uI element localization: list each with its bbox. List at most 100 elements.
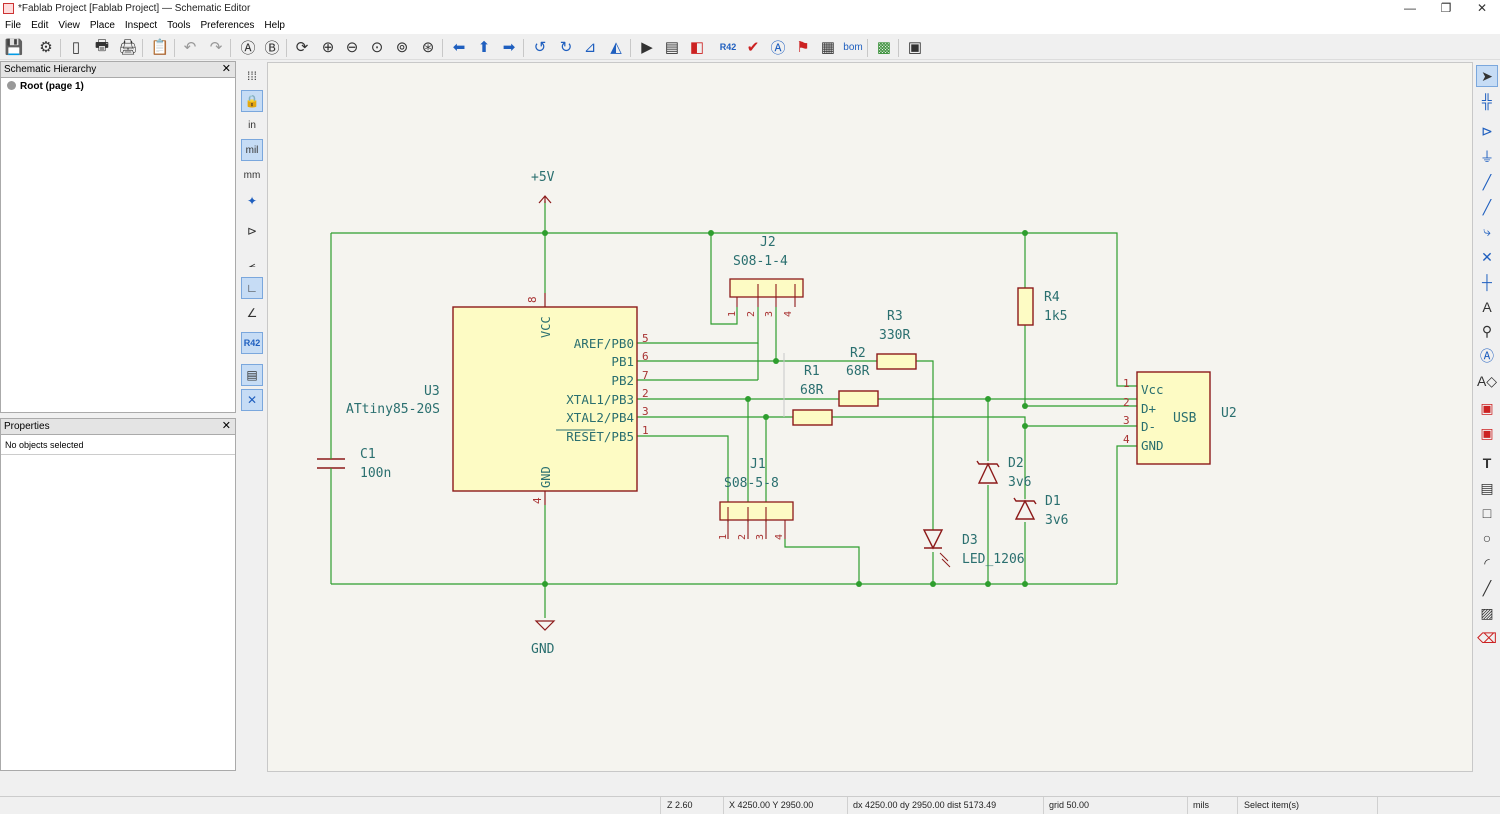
line-mode-90-icon[interactable]: ∟: [241, 277, 263, 299]
maximize-button[interactable]: ❐: [1440, 1, 1452, 15]
annotate-icon[interactable]: ◧: [689, 39, 705, 56]
menu-file[interactable]: File: [5, 20, 22, 31]
close-button[interactable]: ✕: [1476, 1, 1488, 15]
power-5v-symbol[interactable]: +5V: [531, 170, 555, 204]
units-mils-icon[interactable]: mil: [241, 139, 263, 161]
rotate-ccw-icon[interactable]: ↺: [533, 39, 547, 56]
global-label-icon[interactable]: Ⓐ: [1480, 348, 1494, 364]
r4-resistor-symbol[interactable]: R4 1k5: [1017, 287, 1067, 326]
scripting-console-icon[interactable]: ▣: [907, 39, 923, 56]
add-sheet-icon[interactable]: ▣: [1480, 399, 1494, 416]
menu-place[interactable]: Place: [89, 20, 115, 31]
bus-entry-icon[interactable]: ⤷: [1483, 222, 1491, 239]
page-settings-icon[interactable]: ▯: [71, 39, 81, 56]
delete-tool-icon[interactable]: ⌫: [1477, 629, 1497, 646]
hierarchy-panel-toggle-icon[interactable]: ▤: [241, 364, 263, 386]
add-bus-icon[interactable]: ╱: [1482, 198, 1492, 215]
mirror-vertical-icon[interactable]: ⊿: [583, 39, 597, 56]
line-mode-free-icon[interactable]: ⦟: [248, 255, 256, 270]
refresh-icon[interactable]: ⟳: [295, 39, 309, 56]
add-label-icon[interactable]: A: [1482, 299, 1492, 315]
schematic-canvas[interactable]: +5V GND 8 VCC GND 4 U3 ATtiny85-20S AREF…: [267, 62, 1473, 772]
find-replace-icon[interactable]: Ⓑ: [264, 39, 280, 57]
r2-resistor-symbol[interactable]: R2 68R: [838, 346, 879, 407]
properties-toggle-icon[interactable]: ✕: [241, 389, 263, 411]
print-icon[interactable]: 🖶: [94, 36, 110, 54]
annotate-r42-icon[interactable]: R42: [719, 42, 737, 52]
save-icon[interactable]: 💾: [4, 39, 24, 56]
symbol-browser-icon[interactable]: ▤: [664, 39, 680, 56]
zoom-in-icon[interactable]: ⊕: [321, 39, 335, 56]
schematic-setup-icon[interactable]: ⚙: [39, 39, 53, 56]
add-text-icon[interactable]: T: [1482, 455, 1492, 471]
simulator-icon[interactable]: Ⓐ: [770, 39, 786, 57]
navigate-forward-icon[interactable]: ➡: [502, 39, 516, 56]
c1-capacitor-symbol[interactable]: C1 100n: [317, 446, 391, 481]
grid-override-icon[interactable]: 🔒: [241, 90, 263, 112]
net-class-directive-icon[interactable]: ⚲: [1481, 322, 1493, 339]
add-circle-icon[interactable]: ○: [1482, 530, 1492, 546]
cursor-shape-icon[interactable]: ✦: [246, 194, 258, 208]
annotate-toggle-icon[interactable]: R42: [241, 332, 263, 354]
d3-led-symbol[interactable]: D3 LED_1206: [922, 529, 1025, 568]
units-inches-icon[interactable]: in: [248, 119, 256, 131]
redo-icon[interactable]: ↷: [209, 39, 223, 56]
zoom-objects-icon[interactable]: ⊚: [395, 39, 409, 56]
menu-help[interactable]: Help: [264, 20, 285, 31]
r1-resistor-symbol[interactable]: R1 68R: [783, 353, 833, 426]
hierarchy-root-item[interactable]: Root (page 1): [1, 78, 235, 95]
add-junction-icon[interactable]: ┼: [1482, 274, 1492, 290]
add-symbol-icon[interactable]: ⊳: [1481, 122, 1493, 139]
menu-tools[interactable]: Tools: [167, 20, 191, 31]
rotate-cw-icon[interactable]: ↻: [559, 39, 573, 56]
add-wire-icon[interactable]: ╱: [1482, 173, 1492, 190]
u2-usb-symbol[interactable]: Vcc 1 D+ 2 D- 3 GND 4 USB U2: [1123, 371, 1237, 465]
zoom-selection-icon[interactable]: ⊛: [421, 39, 435, 56]
j1-connector-symbol[interactable]: 1 2 3 4 J1 S08-5-8: [718, 457, 794, 540]
assign-footprints-icon[interactable]: ⚑: [796, 39, 810, 56]
find-icon[interactable]: Ⓐ: [240, 39, 256, 57]
zoom-out-icon[interactable]: ⊖: [345, 39, 359, 56]
highlight-net-icon[interactable]: ╬: [1482, 93, 1492, 109]
zoom-fit-icon[interactable]: ⊙: [370, 39, 384, 56]
grid-toggle-icon[interactable]: ⁞⁞⁞: [246, 69, 257, 83]
paste-icon[interactable]: 📋: [150, 39, 170, 56]
no-connect-icon[interactable]: ✕: [1481, 248, 1493, 265]
d1-zener-symbol[interactable]: D1 3v6: [1013, 494, 1068, 528]
add-line-icon[interactable]: ╱: [1482, 579, 1492, 596]
select-tool-icon[interactable]: ➤: [1476, 65, 1498, 87]
j2-connector-symbol[interactable]: 1 2 3 4 J2 S08-1-4: [727, 235, 804, 317]
add-power-icon[interactable]: ⏚: [1480, 149, 1494, 165]
minimize-button[interactable]: —: [1404, 1, 1416, 15]
menu-preferences[interactable]: Preferences: [200, 20, 255, 31]
import-sheet-pin-icon[interactable]: ▣: [1480, 424, 1494, 441]
hierarchical-label-icon[interactable]: A◇: [1476, 372, 1498, 389]
add-rectangle-icon[interactable]: □: [1482, 505, 1492, 521]
schematic-drawing[interactable]: +5V GND 8 VCC GND 4 U3 ATtiny85-20S AREF…: [268, 63, 1473, 772]
properties-close-icon[interactable]: ✕: [221, 420, 231, 432]
navigate-back-icon[interactable]: ⬅: [452, 39, 466, 56]
gnd-symbol[interactable]: GND: [531, 620, 556, 657]
d2-zener-symbol[interactable]: D2 3v6: [976, 456, 1031, 490]
menu-edit[interactable]: Edit: [31, 20, 49, 31]
open-pcb-editor-icon[interactable]: ▩: [876, 39, 892, 56]
units-mm-icon[interactable]: mm: [243, 169, 261, 181]
hierarchy-close-icon[interactable]: ✕: [221, 63, 231, 75]
u3-attiny-symbol[interactable]: 8 VCC GND 4 U3 ATtiny85-20S AREF/PB0 5 P…: [346, 293, 649, 505]
menu-view[interactable]: View: [58, 20, 80, 31]
undo-icon[interactable]: ↶: [183, 39, 197, 56]
navigate-up-icon[interactable]: ⬆: [477, 39, 491, 56]
menu-inspect[interactable]: Inspect: [124, 20, 158, 31]
add-textbox-icon[interactable]: ▤: [1480, 479, 1494, 496]
fields-editor-icon[interactable]: ▦: [820, 39, 836, 56]
r3-resistor-symbol[interactable]: R3 330R: [876, 309, 917, 370]
mirror-horizontal-icon[interactable]: ◭: [610, 39, 622, 56]
plot-icon[interactable]: 🖨: [118, 39, 138, 56]
add-image-icon[interactable]: ▨: [1480, 604, 1494, 621]
hidden-pins-icon[interactable]: ⊳: [246, 224, 258, 238]
add-arc-icon[interactable]: ◜: [1484, 554, 1490, 571]
erc-icon[interactable]: ✔: [746, 39, 760, 56]
symbol-editor-icon[interactable]: ▶: [641, 39, 653, 56]
line-mode-45-icon[interactable]: ∠: [246, 306, 258, 320]
bom-icon[interactable]: bom: [843, 41, 863, 53]
